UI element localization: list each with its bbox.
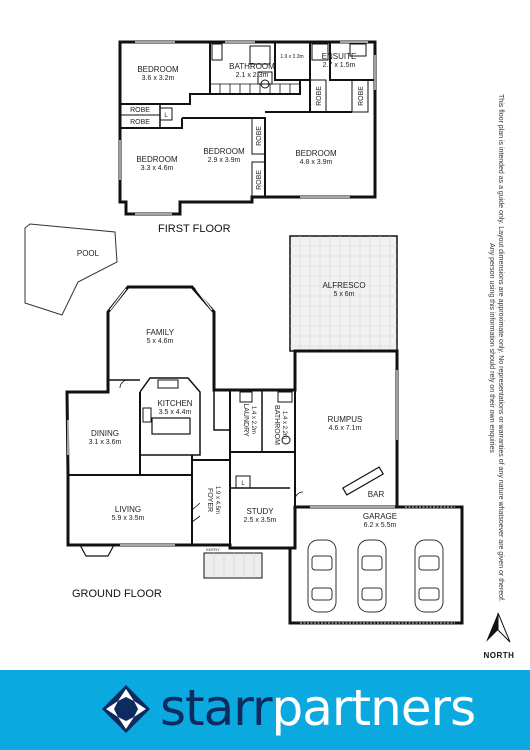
family-name: FAMILY	[146, 328, 175, 337]
bed1-name: BEDROOM	[137, 65, 179, 74]
bath-down-name: BATHROOM	[273, 405, 280, 445]
bed2-name: BEDROOM	[136, 155, 178, 164]
north-label: NORTH	[483, 651, 515, 660]
ground-floor-plan	[65, 235, 464, 625]
brand-part-partners: partners	[271, 679, 477, 737]
kitchen-size: 3.5 x 4.4m	[159, 409, 192, 416]
bed2-size: 3.3 x 4.6m	[141, 165, 174, 172]
study-name: STUDY	[246, 507, 274, 516]
living-name: LIVING	[115, 505, 141, 514]
garage-cars	[307, 539, 444, 613]
dining-name: DINING	[91, 429, 119, 438]
robe-label-3: ROBE	[256, 126, 263, 146]
robe-label-2: ROBE	[130, 119, 150, 126]
car-icon-2	[357, 539, 387, 613]
bar-label: BAR	[368, 490, 385, 499]
alfresco-size: 5 x 6m	[333, 291, 354, 298]
bed4-name: BEDROOM	[295, 149, 337, 158]
rumpus-size: 4.6 x 7.1m	[329, 425, 362, 432]
study-size: 2.5 x 3.5m	[244, 517, 277, 524]
dining-size: 3.1 x 3.6m	[89, 439, 122, 446]
starr-logo-icon	[102, 685, 150, 733]
rumpus-name: RUMPUS	[328, 415, 363, 424]
robe-label-6: ROBE	[358, 86, 365, 106]
bath-down-size: 1.4 x 2.2m	[281, 411, 287, 439]
robe-label-5: ROBE	[316, 86, 323, 106]
garage-name: GARAGE	[363, 512, 397, 521]
small-dim: 1.9 x 3.3m	[280, 54, 303, 60]
bath-up-size: 2.1 x 2.3m	[236, 72, 269, 79]
ensuite-size: 2.7 x 1.5m	[323, 62, 356, 69]
car-icon-3	[414, 539, 444, 613]
laundry-size: 1.4 x 2.2m	[250, 406, 256, 434]
bed4-size: 4.8 x 3.9m	[300, 159, 333, 166]
foyer-name: FOYER	[206, 488, 213, 512]
living-size: 5.9 x 3.5m	[112, 515, 145, 522]
brand-wordmark: starrpartners	[160, 678, 477, 738]
floor-plan: BEDROOM 3.6 x 3.2m BATHROOM 2.1 x 2.3m 1…	[24, 40, 511, 643]
family-size: 5 x 4.6m	[147, 338, 174, 345]
car-icon-1	[307, 539, 337, 613]
pool-shape	[24, 223, 118, 316]
bed1-size: 3.6 x 3.2m	[142, 75, 175, 82]
bed3-size: 2.9 x 3.9m	[208, 157, 241, 164]
kitchen-name: KITCHEN	[157, 399, 192, 408]
robe-label-4: ROBE	[256, 170, 263, 190]
laundry-name: LAUNDRY	[242, 403, 249, 437]
robe-label-1: ROBE	[130, 107, 150, 114]
ensuite-name: ENSUITE	[322, 52, 357, 61]
alfresco-name: ALFRESCO	[322, 281, 365, 290]
north-arrow-icon	[486, 612, 511, 643]
bath-up-name: BATHROOM	[229, 62, 275, 71]
disclaimer-text: This floor plan is intended as a guide o…	[488, 94, 504, 602]
brand-footer: starrpartners	[0, 670, 530, 750]
first-floor-plan	[118, 40, 377, 216]
study-linen-label: L	[241, 481, 245, 487]
foyer-size: 1.9 x 4.5m	[214, 486, 220, 514]
pool-label: POOL	[77, 249, 100, 258]
garage-size: 6.2 x 5.5m	[364, 522, 397, 529]
ground-floor-title: GROUND FLOOR	[72, 588, 162, 600]
first-floor-title: FIRST FLOOR	[158, 223, 231, 235]
bed3-name: BEDROOM	[203, 147, 245, 156]
linen-label: L	[164, 113, 168, 119]
entry-label: ENTRY	[206, 547, 220, 552]
brand-part-starr: starr	[160, 679, 273, 737]
